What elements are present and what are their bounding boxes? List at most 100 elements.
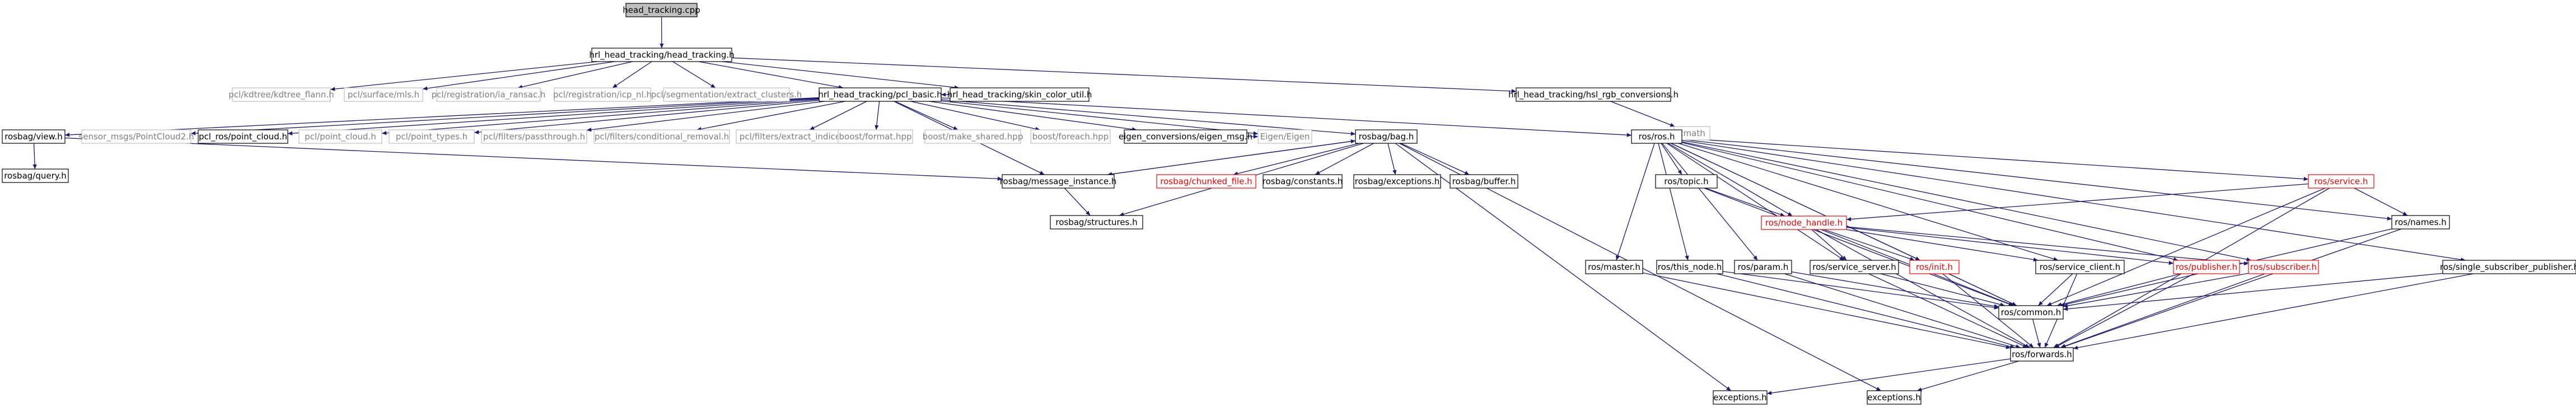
node-label: pcl/registration/ia_ransac.h [432,90,546,100]
node-constants[interactable]: rosbag/constants.h [1263,174,1343,189]
edge-rosbagbag-to-buffer [1400,143,1470,175]
node-rosrosh[interactable]: ros/ros.h [1631,129,1682,144]
node-thisnode[interactable]: ros/this_node.h [1656,260,1723,274]
node-box [1761,216,1847,230]
edge-rosrosh-to-srvclient [1678,143,2059,261]
node-eigmsg[interactable]: eigen_conversions/eigen_msg.h [1119,129,1252,144]
node-pclpc[interactable]: pcl/point_cloud.h [298,129,382,144]
node-skin[interactable]: hrl_head_tracking/skin_color_util.h [947,87,1092,102]
node-box [1516,87,1671,102]
edge-rosbagview-to-rosbagquery [32,143,37,170]
node-eigen[interactable]: Eigen/Eigen [1257,129,1312,144]
node-buffer[interactable]: rosbag/buffer.h [1450,174,1518,189]
node-label: rosbag/exceptions.h [1355,176,1440,186]
node-srvserver[interactable]: ros/service_server.h [1810,260,1899,274]
node-condrem[interactable]: pcl/filters/conditional_removal.h [593,129,730,144]
node-box [2010,347,2074,362]
edge-pclbasic-to-eigen [941,100,1259,135]
node-rostopic[interactable]: ros/topic.h [1655,174,1718,189]
node-box [1355,129,1418,144]
node-pclbasic[interactable]: hrl_head_tracking/pcl_basic.h [818,87,942,102]
node-label: rosbag/message_instance.h [1000,176,1117,187]
edge-srvserver-to-forwards [1868,273,2028,348]
node-box [81,129,191,144]
node-box [1030,129,1111,144]
node-label: rosbag/query.h [4,171,67,181]
node-pass[interactable]: pcl/filters/passthrough.h [481,129,587,144]
node-subscriber[interactable]: ros/subscriber.h [2248,260,2319,274]
edge-ht-to-rgbconv [731,57,1517,93]
node-box [1655,174,1718,189]
node-label: rosbag/chunked_file.h [1160,176,1252,187]
node-label: pcl/registration/icp_nl.h [553,90,652,100]
node-singlesub[interactable]: ros/single_subscriber_publisher.h [2440,260,2576,274]
node-box [625,3,698,17]
node-bshared[interactable]: boost/make_shared.hpp [923,129,1023,144]
node-extidx[interactable]: pcl/filters/extract_indices.h [736,129,857,144]
edge-pclbasic-to-bshared [895,101,959,130]
node-box [2173,260,2240,274]
node-structures[interactable]: rosbag/structures.h [1050,215,1143,230]
node-param[interactable]: ros/param.h [1734,260,1792,274]
node-bforeach[interactable]: boost/foreach.hpp [1030,129,1111,144]
node-master[interactable]: ros/master.h [1585,260,1643,274]
edge-pclbasic-to-rosrosh [941,97,1632,137]
edge-ht-to-extract [672,61,716,88]
edge-rgbconv-to-cmath [1610,101,1675,127]
node-rosbagquery[interactable]: rosbag/query.h [2,168,69,183]
node-label: exceptions.h [1867,392,1920,402]
node-rosbagview[interactable]: rosbag/view.h [2,129,66,144]
node-rgbconv[interactable]: hrl_head_tracking/hsl_rgb_conversions.h [1508,87,1679,102]
node-kdtree[interactable]: pcl/kdtree/kdtree_flann.h [228,87,334,102]
node-pcltypes[interactable]: pcl/point_types.h [389,129,475,144]
node-label: exceptions.h [1713,392,1766,402]
node-label: ros/forwards.h [2012,349,2072,359]
edge-rosnames-to-forwards [2061,228,2402,348]
edge-rosrosh-to-rosnames [1681,139,2392,221]
node-ransac[interactable]: pcl/registration/ia_ransac.h [432,87,546,102]
node-pc2[interactable]: sensor_msgs/PointCloud2.h [79,129,194,144]
node-common[interactable]: ros/common.h [1998,305,2064,320]
node-box [1050,215,1143,230]
edge-rosbagbag-to-chunked [1233,143,1359,176]
node-exc2[interactable]: exceptions.h [1867,390,1922,405]
node-label: rosbag/bag.h [1359,132,1414,142]
node-exc1[interactable]: exceptions.h [1713,390,1768,405]
edge-rosinit-to-forwards [1942,273,2034,348]
node-box [2442,260,2576,274]
edge-rosrosh-to-thisnode [1658,143,1689,261]
node-extract[interactable]: pcl/segmentation/extract_clusters.h [651,87,802,102]
node-label: rosbag/view.h [4,132,63,142]
node-rosservice[interactable]: ros/service.h [2308,174,2374,189]
edge-nodehandle-to-forwards [1816,229,2030,348]
node-rosinit[interactable]: ros/init.h [1909,260,1960,274]
node-label: pcl/segmentation/extract_clusters.h [651,90,802,100]
node-bformat[interactable]: boost/format.hpp [838,129,913,144]
node-rosbagbag[interactable]: rosbag/bag.h [1355,129,1418,144]
node-nodehandle[interactable]: ros/node_handle.h [1761,216,1847,230]
edge-ht-to-kdtree [330,61,598,91]
node-box [1998,305,2064,320]
edge-forwards-to-exc2 [1916,360,2019,392]
node-box [950,87,1090,102]
node-srvclient[interactable]: ros/service_client.h [2035,260,2125,274]
node-icpnl[interactable]: pcl/registration/icp_nl.h [553,87,652,102]
edge-nodehandle-to-publisher [1846,227,2174,265]
node-root[interactable]: head_tracking.cpp [623,3,700,17]
node-forwards[interactable]: ros/forwards.h [2010,347,2074,362]
node-box [2391,215,2450,230]
node-ht[interactable]: hrl_head_tracking/head_tracking.h [589,48,735,62]
node-rbexc[interactable]: rosbag/exceptions.h [1353,174,1441,189]
node-chunked[interactable]: rosbag/chunked_file.h [1156,174,1256,189]
node-box [2035,260,2125,274]
node-mls[interactable]: pcl/surface/mls.h [344,87,423,102]
edge-msginst-to-rosbagbag [1107,139,1356,175]
node-rospc[interactable]: pcl_ros/point_cloud.h [198,129,288,144]
edge-pclbasic-to-eigmsg [929,101,1137,132]
node-box [838,129,913,144]
node-msginst[interactable]: rosbag/message_instance.h [1000,174,1117,189]
node-label: cmath [1679,128,1705,138]
node-rosnames[interactable]: ros/names.h [2391,215,2450,230]
edge-pclbasic-to-rosbagbag [941,99,1356,136]
node-publisher[interactable]: ros/publisher.h [2173,260,2240,274]
